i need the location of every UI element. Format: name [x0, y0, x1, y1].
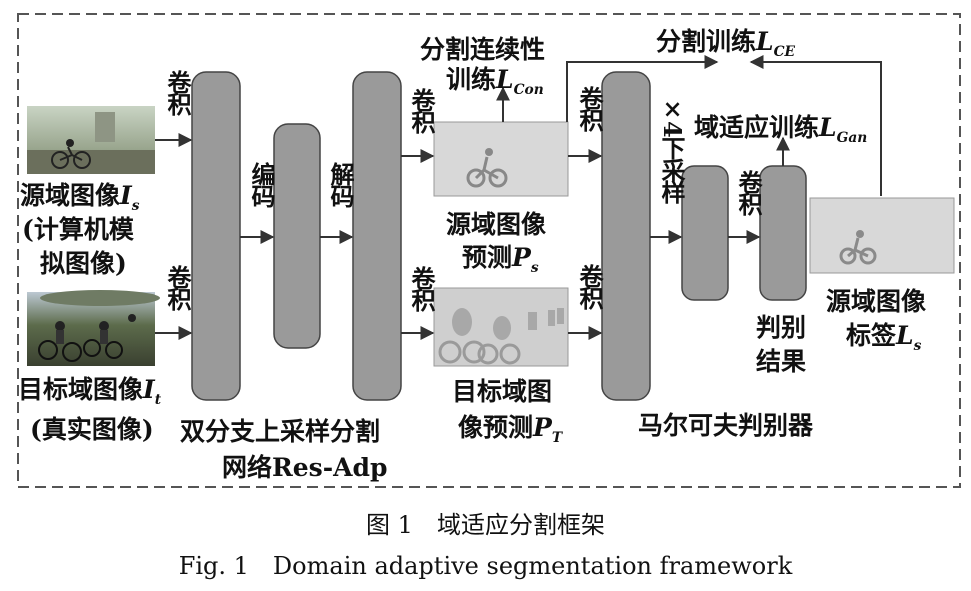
source-pred-label-1: 源域图像: [446, 210, 547, 239]
adapt-loss-label: 域适应训练LGan: [694, 113, 868, 146]
source-pred-label-2: 预测Ps: [462, 243, 539, 276]
downsample-label: 下采样: [657, 136, 686, 202]
times-four-label: ×4: [658, 94, 687, 136]
conv-label-disc-source: 卷积: [575, 86, 604, 130]
source-label-title-1: 源域图像: [826, 287, 927, 316]
caption-english: Fig. 1 Domain adaptive segmentation fram…: [178, 552, 793, 580]
source-image-note-2: 拟图像): [40, 249, 127, 278]
conv-label-target-in: 卷积: [163, 265, 192, 309]
target-prediction-image: [433, 287, 569, 367]
bottleneck-block: [273, 123, 321, 349]
source-image-label: 源域图像Is: [20, 181, 140, 214]
dashed-frame: [17, 13, 961, 488]
segnet-title-2: 网络Res-Adp: [222, 453, 388, 482]
target-image-thumbnail: [27, 290, 160, 366]
source-label-image: [809, 197, 955, 274]
discriminator-block-1: [601, 71, 651, 401]
connectors: [155, 55, 882, 340]
disc-result-label-1: 判别: [756, 313, 807, 342]
disc-result-label-2: 结果: [756, 347, 807, 376]
decoder-block: [352, 71, 402, 401]
target-image-label: 目标域图像It: [18, 375, 162, 408]
continuity-loss-label-2: 训练LCon: [446, 65, 544, 98]
conv-label-source-in: 卷积: [163, 70, 192, 114]
target-pred-label-2: 像预测PT: [458, 413, 563, 446]
source-label-title-2: 标签Ls: [846, 321, 922, 354]
encode-label: 编码: [247, 162, 276, 206]
caption-chinese: 图 1 域适应分割框架: [366, 511, 605, 539]
source-prediction-image: [433, 121, 569, 197]
segnet-title-1: 双分支上采样分割: [180, 417, 381, 446]
source-image-note-1: (计算机模: [22, 215, 134, 244]
decode-label: 解码: [326, 162, 355, 206]
conv-label-target-out: 卷积: [407, 266, 436, 310]
discriminator-title: 马尔可夫判别器: [638, 411, 814, 440]
continuity-loss-label-1: 分割连续性: [420, 35, 546, 64]
target-image-note: (真实图像): [30, 415, 154, 444]
conv-label-disc-target: 卷积: [575, 264, 604, 308]
target-pred-label-1: 目标域图: [452, 377, 553, 406]
source-image-thumbnail: [27, 106, 155, 174]
discriminator-block-3: [759, 165, 807, 301]
conv-label-source-out: 卷积: [407, 88, 436, 132]
conv-label-disc-final: 卷积: [734, 170, 763, 214]
seg-loss-label: 分割训练LCE: [656, 27, 796, 60]
encoder-block: [191, 71, 241, 401]
